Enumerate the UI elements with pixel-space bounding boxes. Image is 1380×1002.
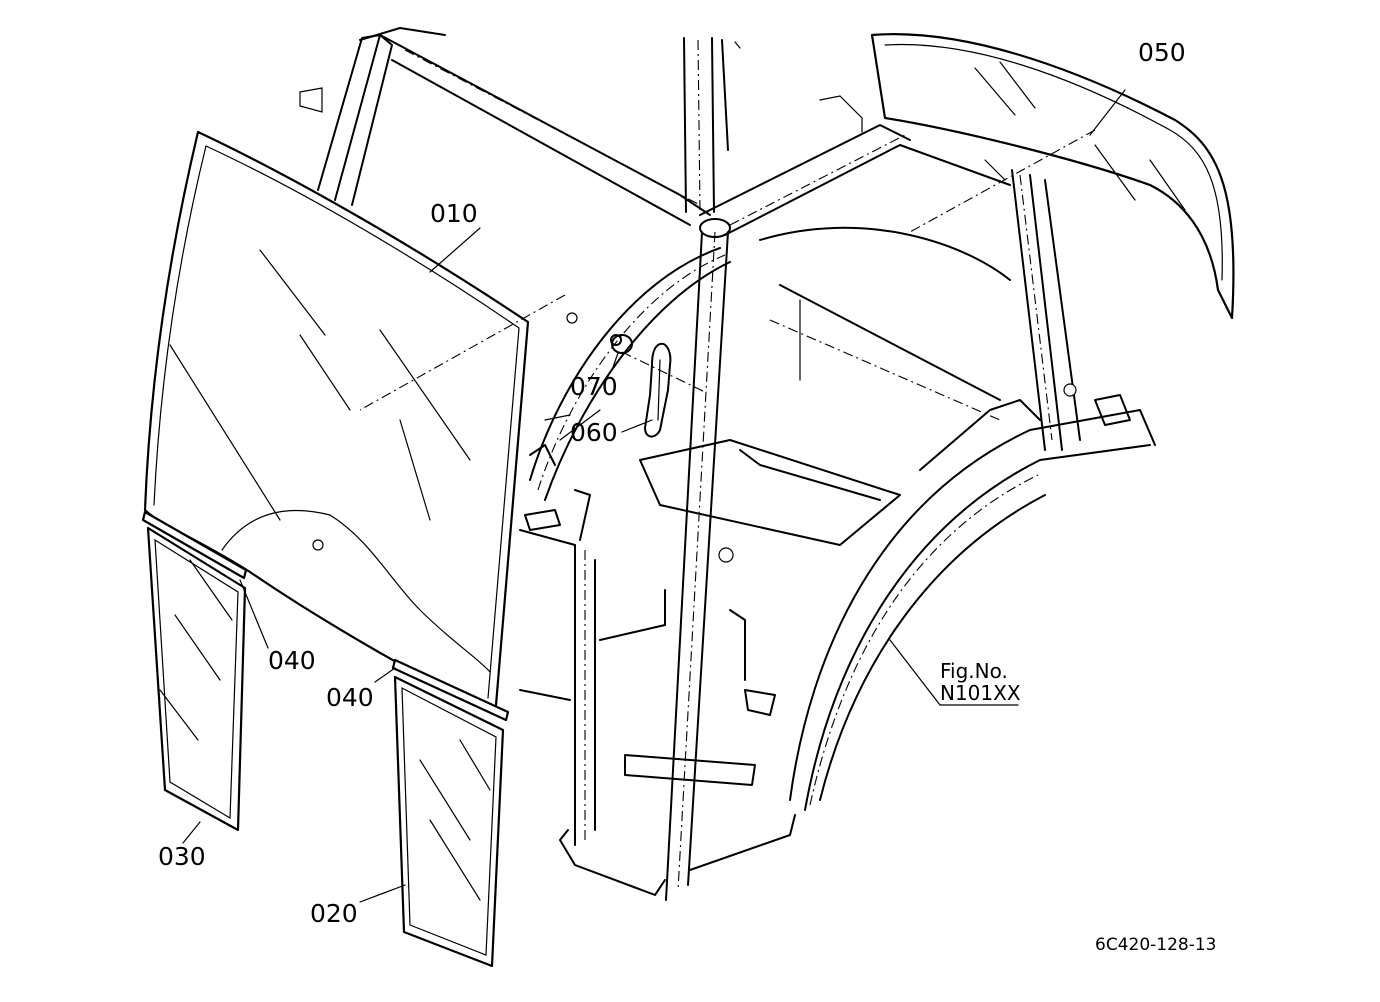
part-040-seal-a: [141, 510, 248, 580]
part-callouts: 010 050 070 060 040 040 030 020: [158, 38, 1186, 928]
figure-reference: Fig.No. N101XX: [940, 659, 1021, 705]
figure-label: Fig.No.: [940, 659, 1008, 683]
callout-070: 070: [570, 372, 618, 401]
cab-frame: [299, 27, 1156, 901]
callout-020: 020: [310, 899, 358, 928]
leader-lines: [182, 89, 1126, 903]
callout-060: 060: [570, 418, 618, 447]
callout-040-right: 040: [326, 683, 374, 712]
callout-030: 030: [158, 842, 206, 871]
part-060-handle: [644, 342, 672, 438]
callout-010: 010: [430, 199, 478, 228]
callout-050: 050: [1138, 38, 1186, 67]
part-070-knob: [610, 334, 633, 354]
part-050-glass: [870, 33, 1235, 320]
drawing-code: 6C420-128-13: [1095, 935, 1216, 955]
part-040-seal-b: [391, 658, 510, 722]
part-020-glass: [393, 675, 505, 968]
part-030-glass: [146, 526, 247, 832]
figure-number: N101XX: [940, 681, 1021, 705]
callout-040-left: 040: [268, 646, 316, 675]
part-010-side-glass: [143, 130, 530, 714]
